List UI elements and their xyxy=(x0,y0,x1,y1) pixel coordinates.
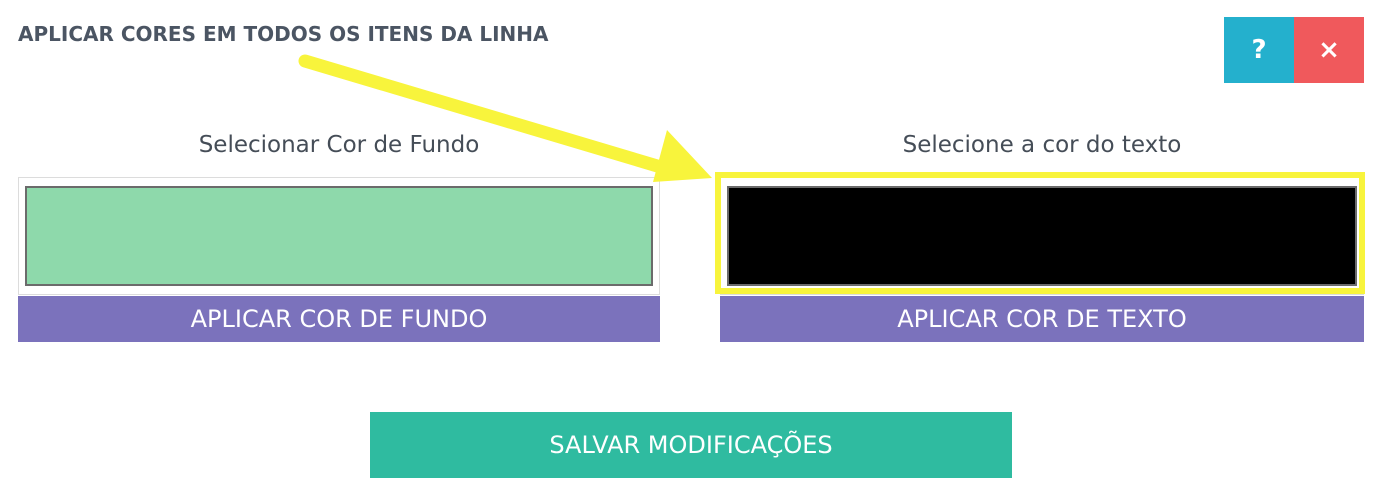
dialog-title: APLICAR CORES EM TODOS OS ITENS DA LINHA xyxy=(18,22,549,46)
close-icon: × xyxy=(1318,35,1340,65)
text-color-picker xyxy=(720,177,1364,295)
save-changes-button[interactable]: SALVAR MODIFICAÇÕES xyxy=(370,412,1012,478)
help-button[interactable]: ? xyxy=(1224,17,1294,83)
close-button[interactable]: × xyxy=(1294,17,1364,83)
background-color-label: Selecionar Cor de Fundo xyxy=(198,132,480,158)
annotation-arrow-head xyxy=(653,130,712,182)
background-color-picker xyxy=(18,177,660,295)
apply-text-color-button[interactable]: APLICAR COR DE TEXTO xyxy=(720,296,1364,342)
text-color-label: Selecione a cor do texto xyxy=(902,132,1182,158)
header-buttons: ? × xyxy=(1224,17,1364,83)
text-color-swatch[interactable] xyxy=(727,186,1357,286)
question-mark-icon: ? xyxy=(1251,35,1267,65)
background-color-swatch[interactable] xyxy=(25,186,653,286)
apply-background-color-button[interactable]: APLICAR COR DE FUNDO xyxy=(18,296,660,342)
